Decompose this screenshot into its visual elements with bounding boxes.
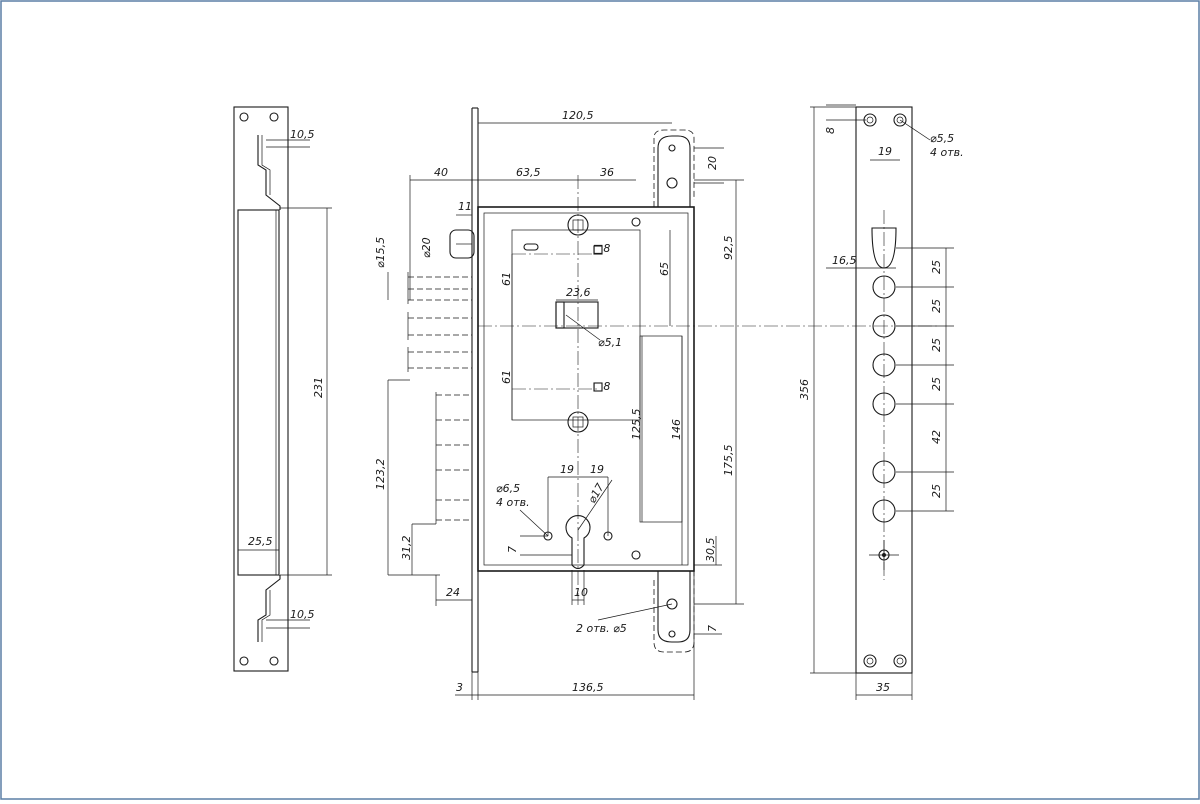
dim-top-8: 8 — [824, 127, 837, 134]
dim-7-left: 7 — [506, 546, 519, 553]
top-tab — [657, 135, 691, 207]
dim-bolt-diameter: ⌀20 — [420, 237, 433, 258]
dim-strike-width: 25,5 — [248, 535, 273, 548]
dim-height-175: 175,5 — [722, 445, 735, 477]
dim-upper-dist: 61 — [500, 272, 513, 286]
dim-bottom-holes: 2 отв. ⌀5 — [576, 622, 627, 635]
dim-65: 65 — [658, 262, 671, 276]
dim-lower-dist: 61 — [500, 370, 513, 384]
cylinder-cutout — [565, 515, 591, 570]
dim-mount-holes-1: ⌀6,5 — [496, 482, 520, 495]
dim-bottom-24: 24 — [446, 586, 460, 599]
dim-spindle-offset: 36 — [600, 166, 614, 179]
dim-spacing-5: 42 — [930, 430, 943, 444]
latch-bolt — [449, 229, 475, 259]
dim-width: 35 — [876, 681, 890, 694]
dim-strike-height: 231 — [312, 377, 325, 398]
dim-spacing-4: 25 — [930, 377, 943, 391]
lock-body: 120,5 40 63,5 36 20 11 ⌀20 ⌀15,5 61 61 □… — [374, 107, 940, 700]
lock-case — [477, 206, 695, 572]
dim-hole-spacing-left: 19 — [560, 463, 574, 476]
dim-hole-spacing-right: 19 — [590, 463, 604, 476]
dim-spacing-3: 25 — [930, 338, 943, 352]
bolt-lines — [408, 276, 472, 521]
dim-latch-height: 11 — [458, 200, 472, 213]
dim-mount-holes-2: 4 отв. — [496, 496, 530, 509]
strike-plate-outline — [233, 106, 289, 672]
dim-hole-dia-1: ⌀5,5 — [930, 132, 954, 145]
mount-hole — [239, 112, 249, 122]
strike-plate: 10,5 10,5 25,5 231 — [233, 106, 332, 672]
dim-bottom-offset: 10,5 — [290, 608, 315, 621]
bottom-tab — [657, 571, 691, 643]
faceplate: 8 ⌀5,5 4 отв. 19 16,5 25 25 25 25 42 25 … — [798, 104, 964, 700]
mount-hole — [269, 112, 279, 122]
dim-bolt-width: 16,5 — [832, 254, 857, 267]
dim-top-tab: 20 — [706, 156, 719, 170]
dim-hole-spacing: 19 — [878, 145, 892, 158]
dim-123: 123,2 — [374, 459, 387, 491]
mount-hole — [269, 656, 279, 666]
dim-hole-dia-2: 4 отв. — [930, 146, 964, 159]
mount-hole — [239, 656, 249, 666]
dim-height-92: 92,5 — [722, 236, 735, 261]
dim-cam-hole: ⌀5,1 — [598, 336, 622, 349]
dim-backset-left: 40 — [434, 166, 448, 179]
dim-length: 356 — [798, 379, 811, 400]
dim-square-top: □8 — [593, 242, 610, 255]
faceplate-outline — [855, 106, 913, 674]
dim-body-width: 136,5 — [572, 681, 604, 694]
dim-125: 125,5 — [630, 409, 643, 441]
dim-spacing-2: 25 — [930, 299, 943, 313]
dim-30: 30,5 — [704, 538, 717, 563]
dim-square-bottom: □8 — [593, 380, 610, 393]
dim-top-offset: 10,5 — [290, 128, 315, 141]
strike-box — [237, 209, 280, 576]
dim-overall-width: 120,5 — [562, 109, 594, 122]
dim-31: 31,2 — [400, 536, 413, 561]
dim-cam-width: 23,6 — [566, 286, 591, 299]
dim-backset: 63,5 — [516, 166, 541, 179]
dim-spacing-6: 25 — [930, 484, 943, 498]
dim-bolt-small: ⌀15,5 — [374, 237, 387, 268]
dim-cylinder-width: 10 — [574, 586, 588, 599]
dim-spacing-1: 25 — [930, 260, 943, 274]
dim-faceplate-thk: 3 — [456, 681, 463, 694]
dim-146: 146 — [670, 419, 683, 440]
dim-7-right: 7 — [706, 625, 719, 632]
